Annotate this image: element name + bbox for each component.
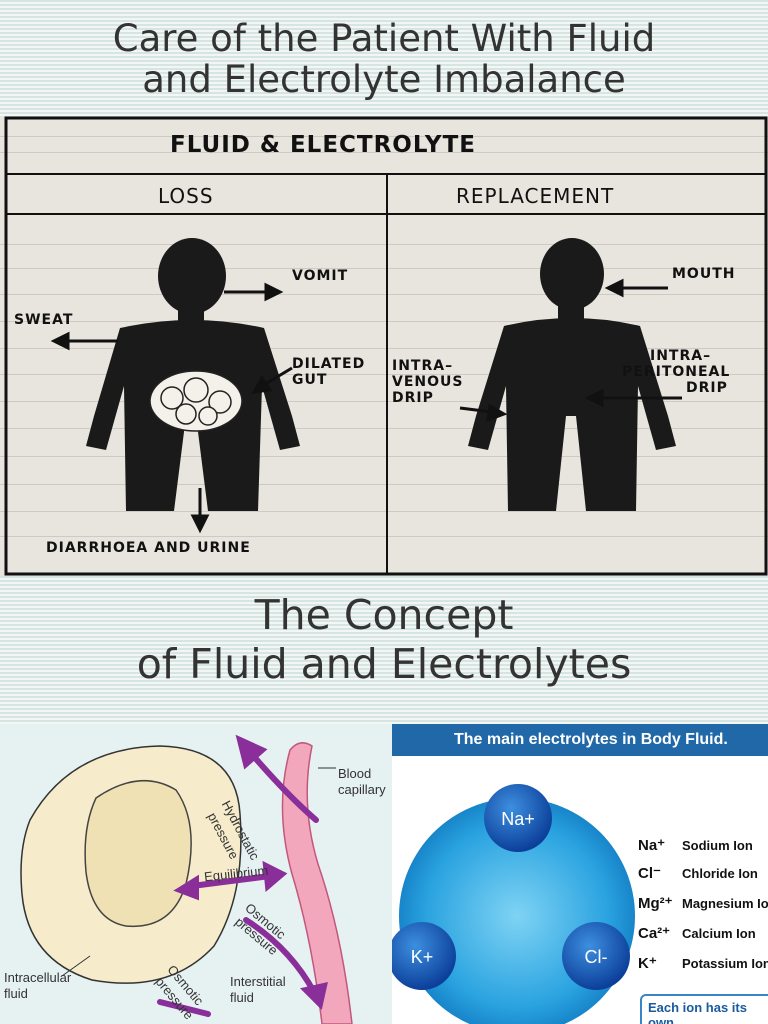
ion-symbol: Mg²⁺: [638, 895, 673, 912]
ion-symbol: Cl⁻: [638, 865, 661, 882]
pressure-arrows: [157, 734, 328, 1017]
blood-capillary-shape: [281, 742, 353, 1024]
ion-symbol: Ca²⁺: [638, 925, 671, 942]
label-vomit: VOMIT: [292, 268, 349, 284]
replacement-column-heading: REPLACEMENT: [456, 184, 615, 208]
ion-name: Sodium Ion: [682, 838, 753, 853]
label-ip-3: DRIP: [686, 380, 728, 396]
k-ion-circle: [392, 922, 456, 990]
ion-symbol: Na⁺: [638, 837, 666, 854]
na-ion-circle: [484, 784, 552, 852]
label-sweat: SWEAT: [14, 312, 74, 328]
loss-column-heading: LOSS: [158, 184, 214, 208]
k-circle-label: K+: [411, 947, 434, 967]
ion-row-calcium: Ca²⁺ Calcium Ion: [638, 924, 756, 942]
slide-title-2-line2: of Fluid and Electrolytes: [136, 640, 632, 689]
slide-title-2-line1: The Concept: [254, 591, 514, 639]
nucleus-shape: [84, 779, 192, 928]
label-interstitial-fluid: fluid: [230, 990, 254, 1005]
cl-ion-circle: [562, 922, 630, 990]
label-capillary: capillary: [338, 782, 386, 797]
ion-row-sodium: Na⁺ Sodium Ion: [638, 836, 753, 854]
label-blood: Blood: [338, 766, 372, 781]
label-ip-2: PERITONEAL: [622, 364, 731, 380]
fluid-pressure-diagram: Blood capillary Hydrostatic pressure Equ…: [0, 724, 392, 1024]
dilated-gut-icon: [149, 370, 243, 432]
label-intracellular-fluid: fluid: [4, 986, 28, 1001]
label-gut: GUT: [292, 372, 328, 388]
fluid-pressure-drawing: [20, 734, 353, 1024]
slide-title-2: The Concept of Fluid and Electrolytes: [0, 591, 768, 689]
ion-name: Magnesium Ion: [682, 896, 768, 911]
electrolytes-note: Each ion has its own: [640, 994, 768, 1024]
ion-name: Chloride Ion: [682, 866, 758, 881]
label-dilated: DILATED: [292, 356, 366, 372]
replacement-figure-silhouette: [468, 238, 676, 511]
slide-title-1-line1: Care of the Patient With Fluid: [112, 17, 656, 60]
label-iv-3: DRIP: [392, 390, 434, 406]
label-iv-2: VENOUS: [392, 374, 464, 390]
label-mouth: MOUTH: [672, 266, 736, 282]
ion-name: Potassium Ion: [682, 956, 768, 971]
electrolytes-panel: The main electrolytes in Body Fluid. Na+…: [392, 724, 768, 1024]
ion-row-potassium: K⁺ Potassium Ion: [638, 954, 768, 972]
figure-header: FLUID & ELECTROLYTE: [170, 132, 476, 158]
electrolytes-heading: The main electrolytes in Body Fluid.: [392, 724, 768, 756]
ion-row-chloride: Cl⁻ Chloride Ion: [638, 864, 758, 882]
ion-name: Calcium Ion: [682, 926, 756, 941]
electrolytes-drawing: Na+ K+ Cl-: [392, 784, 635, 1024]
ion-symbol: K⁺: [638, 955, 657, 972]
label-intracellular: Intracellular: [4, 970, 72, 985]
ion-row-magnesium: Mg²⁺ Magnesium Ion: [638, 894, 768, 912]
label-interstitial: Interstitial: [230, 974, 286, 989]
figure-drawing: [4, 116, 768, 576]
label-diarrhoea-and-urine: DIARRHOEA AND URINE: [46, 540, 251, 556]
fluid-electrolyte-figure: FLUID & ELECTROLYTE LOSS REPLACEMENT VOM…: [0, 116, 768, 576]
label-ip-1: INTRA–: [650, 348, 712, 364]
slide-title-1: Care of the Patient With Fluid and Elect…: [0, 18, 768, 101]
cl-circle-label: Cl-: [585, 947, 608, 967]
slide-title-1-line2: and Electrolyte Imbalance: [142, 58, 626, 102]
na-circle-label: Na+: [501, 809, 535, 829]
label-iv-1: INTRA–: [392, 358, 454, 374]
